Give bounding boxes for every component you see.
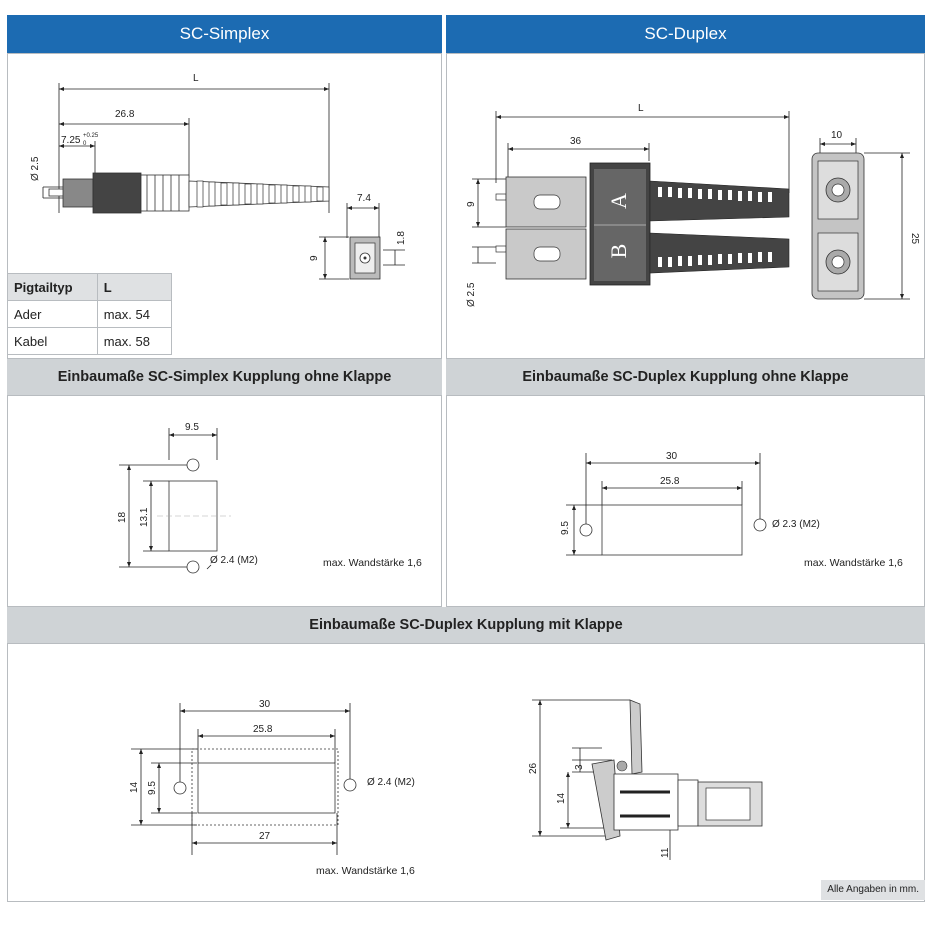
dim-9: 9 (466, 201, 477, 207)
dim-L: L (638, 103, 644, 114)
duplex-flap-side-drawing: 26 3 14 11 (528, 699, 763, 860)
duplex-mount-drawing: 30 25.8 9.5 Ø 2.3 (M2) (560, 451, 820, 556)
dim-18: 18 (117, 511, 128, 523)
panel-simplex-mount (7, 395, 442, 607)
dim-tol-upper: +0.25 (83, 133, 99, 139)
table-row: Kabel max. 58 (7, 327, 173, 355)
dim-hole: Ø 2.3 (M2) (772, 519, 820, 530)
panel-duplex-flap (7, 643, 925, 902)
dim-7-4: 7.4 (357, 193, 371, 204)
dim-25-8: 25.8 (253, 724, 273, 735)
dim-9-5: 9.5 (185, 422, 199, 433)
wall-note-simplex: max. Wandstärke 1,6 (323, 557, 422, 569)
table-header-row: Pigtailtyp L (7, 273, 173, 301)
table-cell: Kabel (7, 327, 98, 355)
duplex-flap-mount-drawing: 30 25.8 14 9.5 27 Ø 2.4 (M2) (129, 699, 415, 855)
dim-25-8: 25.8 (660, 476, 680, 487)
dim-27: 27 (259, 831, 271, 842)
label-b: B (606, 244, 631, 259)
dim-14b: 14 (556, 792, 567, 804)
dim-tol-lower: 0 (83, 141, 87, 147)
dim-26: 26 (528, 762, 539, 774)
dim-11: 11 (660, 847, 671, 858)
table-cell: max. 58 (96, 327, 173, 355)
table-row: Ader max. 54 (7, 300, 173, 328)
dim-30: 30 (259, 699, 271, 710)
table-cell: Ader (7, 300, 98, 328)
header-simplex-mount: Einbaumaße SC-Simplex Kupplung ohne Klap… (7, 359, 442, 395)
wall-note-duplex: max. Wandstärke 1,6 (804, 557, 903, 569)
table-cell: max. 54 (96, 300, 173, 328)
panel-duplex-mount (446, 395, 925, 607)
dim-3: 3 (574, 764, 585, 770)
dim-14: 14 (129, 781, 140, 793)
label-a: A (606, 193, 631, 209)
simplex-mount-drawing: 9.5 18 13.1 Ø 2.4 (M2) (117, 422, 258, 574)
header-duplex-mount: Einbaumaße SC-Duplex Kupplung ohne Klapp… (446, 359, 925, 395)
duplex-connector-drawing: A B L 36 10 9 Ø 2.5 25 (466, 103, 920, 307)
wall-note-flap: max. Wandstärke 1,6 (316, 865, 415, 877)
dim-9: 9 (309, 255, 320, 261)
dim-L: L (193, 73, 199, 84)
dim-30: 30 (666, 451, 678, 462)
dim-7-25: 7.25 (61, 135, 81, 146)
dim-25: 25 (909, 233, 920, 245)
dim-10: 10 (831, 130, 843, 141)
table-header-cell: Pigtailtyp (7, 273, 98, 301)
dim-phi-2-5: Ø 2.5 (30, 156, 41, 181)
simplex-connector-drawing: L 26.8 7.25 +0.25 0 Ø 2.5 7.4 9 1.8 (30, 73, 407, 280)
units-note: Alle Angaben in mm. (821, 880, 925, 900)
dim-26-8: 26.8 (115, 109, 135, 120)
table-header-cell: L (96, 273, 173, 301)
header-sc-simplex: SC-Simplex (7, 15, 442, 53)
dim-hole: Ø 2.4 (M2) (210, 555, 258, 566)
dim-13-1: 13.1 (139, 507, 150, 527)
header-duplex-flap: Einbaumaße SC-Duplex Kupplung mit Klappe (7, 607, 925, 643)
dim-phi-2-5: Ø 2.5 (466, 282, 477, 307)
dim-1-8: 1.8 (396, 231, 407, 245)
header-sc-duplex: SC-Duplex (446, 15, 925, 53)
pigtail-table: Pigtailtyp L Ader max. 54 Kabel max. 58 (7, 273, 173, 355)
dim-9-5: 9.5 (560, 521, 571, 535)
dim-9-5: 9.5 (147, 781, 158, 795)
dim-36: 36 (570, 136, 582, 147)
dim-hole: Ø 2.4 (M2) (367, 777, 415, 788)
